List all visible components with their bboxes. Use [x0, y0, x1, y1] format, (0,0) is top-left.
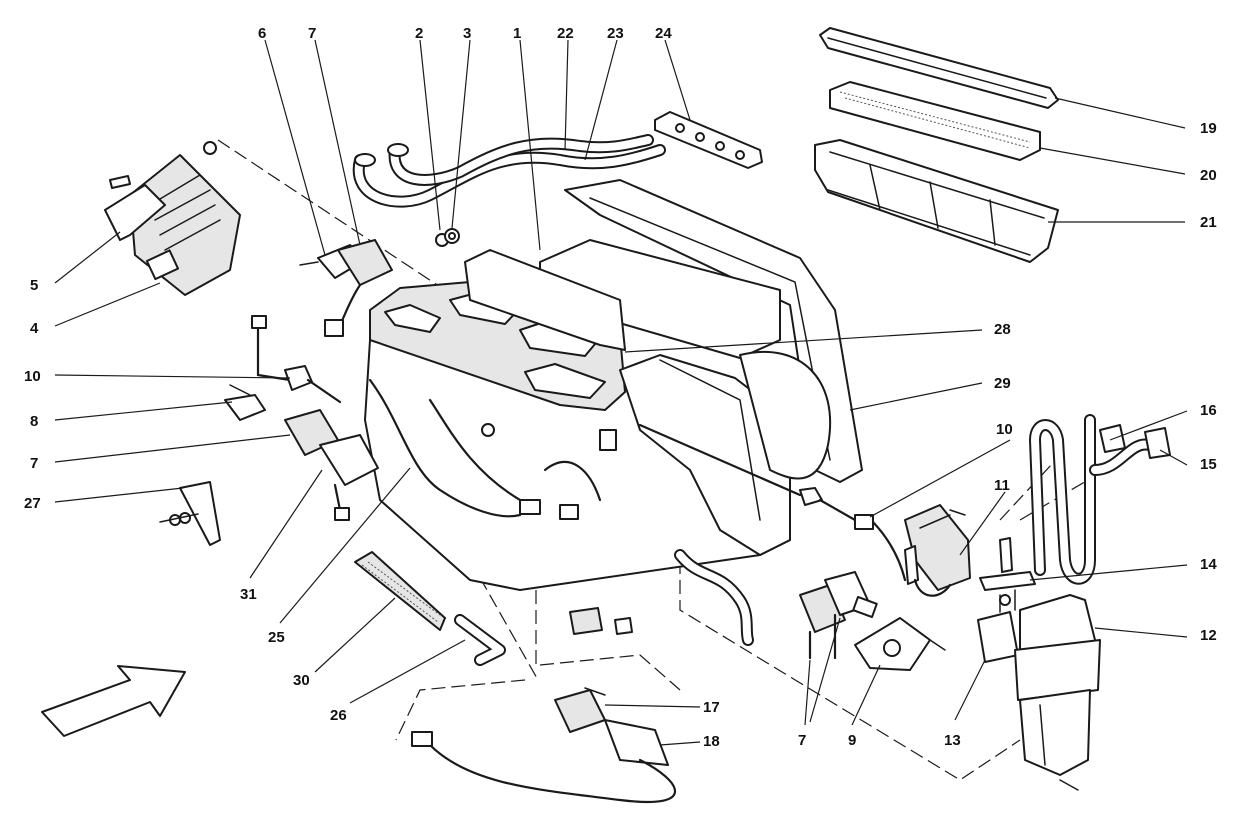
callout-7-top: 7: [308, 25, 316, 42]
box-cover-12: [1014, 594, 1101, 791]
callout-21: 21: [1200, 214, 1217, 231]
callout-5: 5: [30, 277, 38, 294]
main-ac-unit-1: [364, 239, 832, 591]
callout-4: 4: [30, 320, 39, 337]
actuator-7-lower-right: [799, 571, 878, 660]
callout-23: 23: [607, 25, 624, 42]
sensor-17: [554, 687, 606, 733]
filter-housing-21: [814, 139, 1059, 263]
temperature-sensor-10-left: [251, 315, 342, 404]
callout-14: 14: [1200, 556, 1217, 573]
callout-labels: 1 2 3 4 5 6 7 7 7 8 9 10 10 11 12 13 14 …: [24, 25, 1217, 750]
callout-22: 22: [557, 25, 574, 42]
temperature-sensor-10-right: [638, 423, 907, 582]
bracket-13: [977, 589, 1019, 663]
leader-lines: [54, 39, 1188, 746]
callout-16: 16: [1200, 402, 1217, 419]
fuse-holder: [569, 607, 633, 635]
mounting-plate-14: [979, 537, 1036, 606]
callout-10-left: 10: [24, 368, 41, 385]
callout-7-bottom: 7: [798, 732, 806, 749]
callout-20: 20: [1200, 167, 1217, 184]
actuator-7-top: [324, 239, 393, 337]
callout-11: 11: [994, 477, 1010, 494]
module-bracket-5: [104, 141, 217, 241]
callout-24: 24: [655, 25, 672, 42]
callout-15: 15: [1200, 456, 1217, 473]
control-unit-11: [904, 504, 971, 597]
bracket-8: [224, 384, 266, 421]
pollen-filter-20: [829, 81, 1041, 161]
control-module-4: [129, 154, 241, 296]
callout-17: 17: [703, 699, 720, 716]
pipe-grommet-24: [654, 111, 763, 169]
actuator-7-mid: [284, 409, 379, 521]
callout-30: 30: [293, 672, 310, 689]
callout-2: 2: [415, 25, 423, 42]
callout-13: 13: [944, 732, 961, 749]
bracket-9: [854, 617, 946, 671]
callout-1: 1: [513, 25, 521, 42]
filter-gasket-19: [819, 27, 1059, 109]
callout-27: 27: [24, 495, 41, 512]
callout-3: 3: [463, 25, 471, 42]
callout-7-left: 7: [30, 455, 38, 472]
callout-9: 9: [848, 732, 856, 749]
callout-29: 29: [994, 375, 1011, 392]
callout-12: 12: [1200, 627, 1217, 644]
direction-arrow-icon: [41, 665, 186, 737]
callout-8: 8: [30, 413, 38, 430]
callout-18: 18: [703, 733, 720, 750]
callout-25: 25: [268, 629, 285, 646]
drain-tube-26: [454, 549, 754, 666]
bracket-27: [159, 481, 221, 546]
callout-10-right: 10: [996, 421, 1013, 438]
callout-26: 26: [330, 707, 347, 724]
heater-pipes-22-23: [352, 134, 666, 208]
callout-19: 19: [1200, 120, 1217, 137]
sensor-cover-18: [411, 719, 676, 804]
callout-28: 28: [994, 321, 1011, 338]
callout-31: 31: [240, 586, 257, 603]
foam-pad-30: [354, 551, 446, 631]
washer-3: [444, 228, 460, 244]
callout-6: 6: [258, 25, 266, 42]
